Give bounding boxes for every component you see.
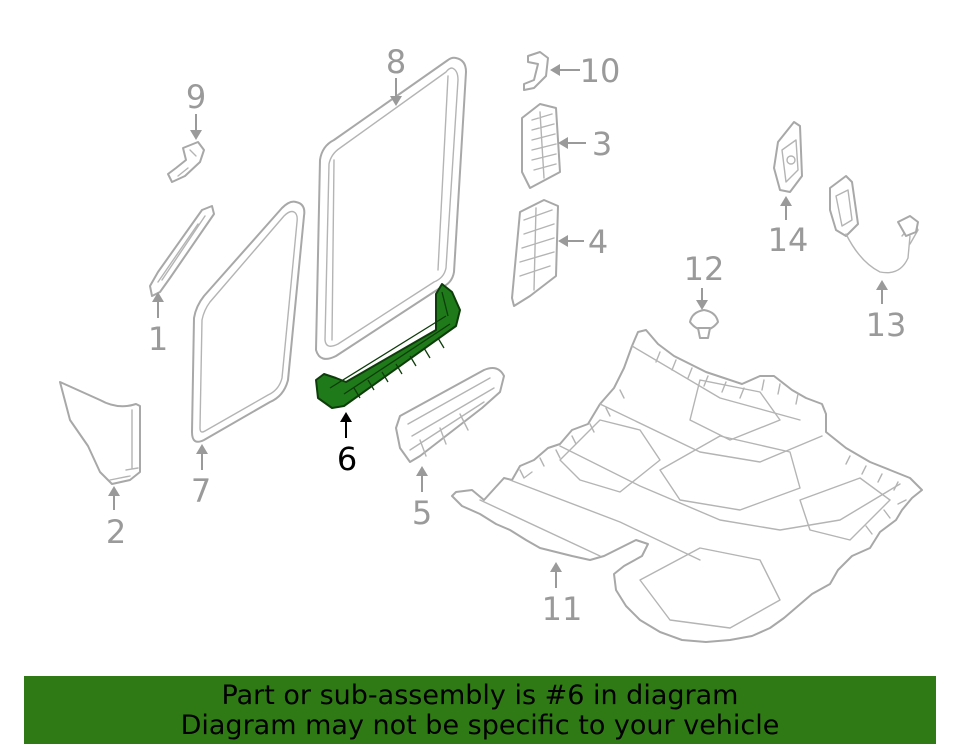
callout-14: 14	[768, 221, 809, 259]
callout-4: 4	[588, 223, 608, 261]
part-1-pillar-trim	[149, 205, 215, 297]
leader-arrows	[108, 64, 888, 588]
part-4-lower-pillar-trim	[511, 199, 559, 307]
part-12-clip	[689, 309, 719, 339]
banner-line-2: Diagram may not be specific to your vehi…	[180, 710, 780, 741]
part-2-kick-panel	[59, 381, 141, 485]
part-5-sill-trim	[395, 367, 505, 463]
part-13-latch-cable	[829, 175, 919, 274]
part-11-floor-carpet	[451, 329, 923, 643]
callout-13: 13	[866, 306, 907, 344]
banner-line-1: Part or sub-assembly is #6 in diagram	[221, 680, 739, 711]
callout-11: 11	[542, 590, 583, 628]
callout-6: 6	[337, 440, 357, 478]
callout-9: 9	[186, 78, 206, 116]
callout-1: 1	[148, 320, 168, 358]
part-10-bracket	[523, 51, 549, 91]
parts-diagram: 1 2 3 4 5 6 7 8 9 10 11 12 13 14	[59, 43, 923, 643]
callout-2: 2	[106, 513, 126, 551]
part-9-clip	[167, 141, 205, 183]
callout-3: 3	[592, 125, 612, 163]
part-6-scuff-plate-highlighted	[315, 283, 461, 409]
callout-labels: 1 2 3 4 5 6 7 8 9 10 11 12 13 14	[106, 43, 907, 628]
notice-banner: Part or sub-assembly is #6 in diagram Di…	[24, 676, 936, 744]
callout-8: 8	[386, 43, 406, 81]
part-7-door-weatherstrip	[191, 200, 306, 443]
part-8-opening-weatherstrip	[315, 56, 467, 360]
callout-12: 12	[684, 250, 725, 288]
callout-7: 7	[191, 472, 211, 510]
callout-10: 10	[580, 52, 621, 90]
part-3-upper-pillar-trim	[521, 103, 561, 189]
callout-5: 5	[412, 494, 432, 532]
part-14-latch	[773, 121, 803, 193]
